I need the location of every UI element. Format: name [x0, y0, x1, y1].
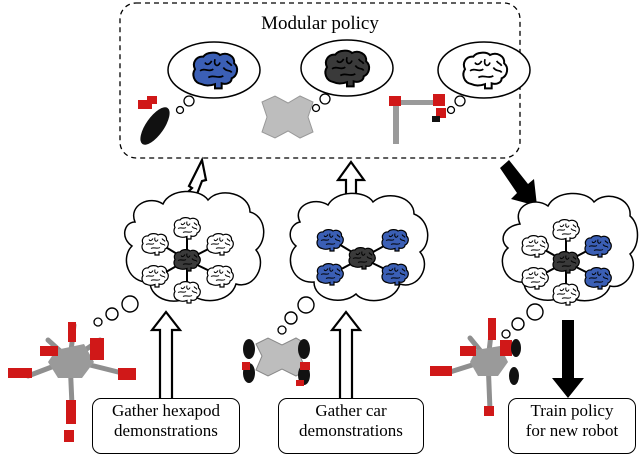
hexapod-leg-robot-icon [138, 96, 170, 145]
arrow-icon [552, 320, 584, 398]
gather-car-line2: demonstrations [299, 421, 403, 440]
train-policy-line1: Train policy [530, 401, 614, 420]
gather-hexapod-line1: Gather hexapod [111, 401, 221, 420]
arrow-icon [500, 160, 537, 206]
modular-policy-title: Modular policy [261, 13, 379, 34]
arm-robot-icon [389, 94, 446, 144]
car-body-robot-icon [261, 95, 314, 139]
gather-hexapod-label: Gather hexapod demonstrations [92, 398, 240, 454]
gather-car-line1: Gather car [315, 401, 387, 420]
gather-hexapod-line2: demonstrations [114, 421, 218, 440]
arrow-icon [149, 310, 183, 404]
arrow-icon [329, 310, 363, 404]
train-policy-label: Train policy for new robot [508, 398, 636, 454]
car-robot-icon [242, 337, 310, 386]
gather-car-label: Gather car demonstrations [278, 398, 424, 454]
brain-icon [173, 280, 201, 304]
hexapod-robot-icon [8, 322, 136, 442]
new-robot-icon [430, 318, 521, 416]
train-policy-line2: for new robot [525, 421, 619, 440]
brain-icon [552, 282, 580, 306]
